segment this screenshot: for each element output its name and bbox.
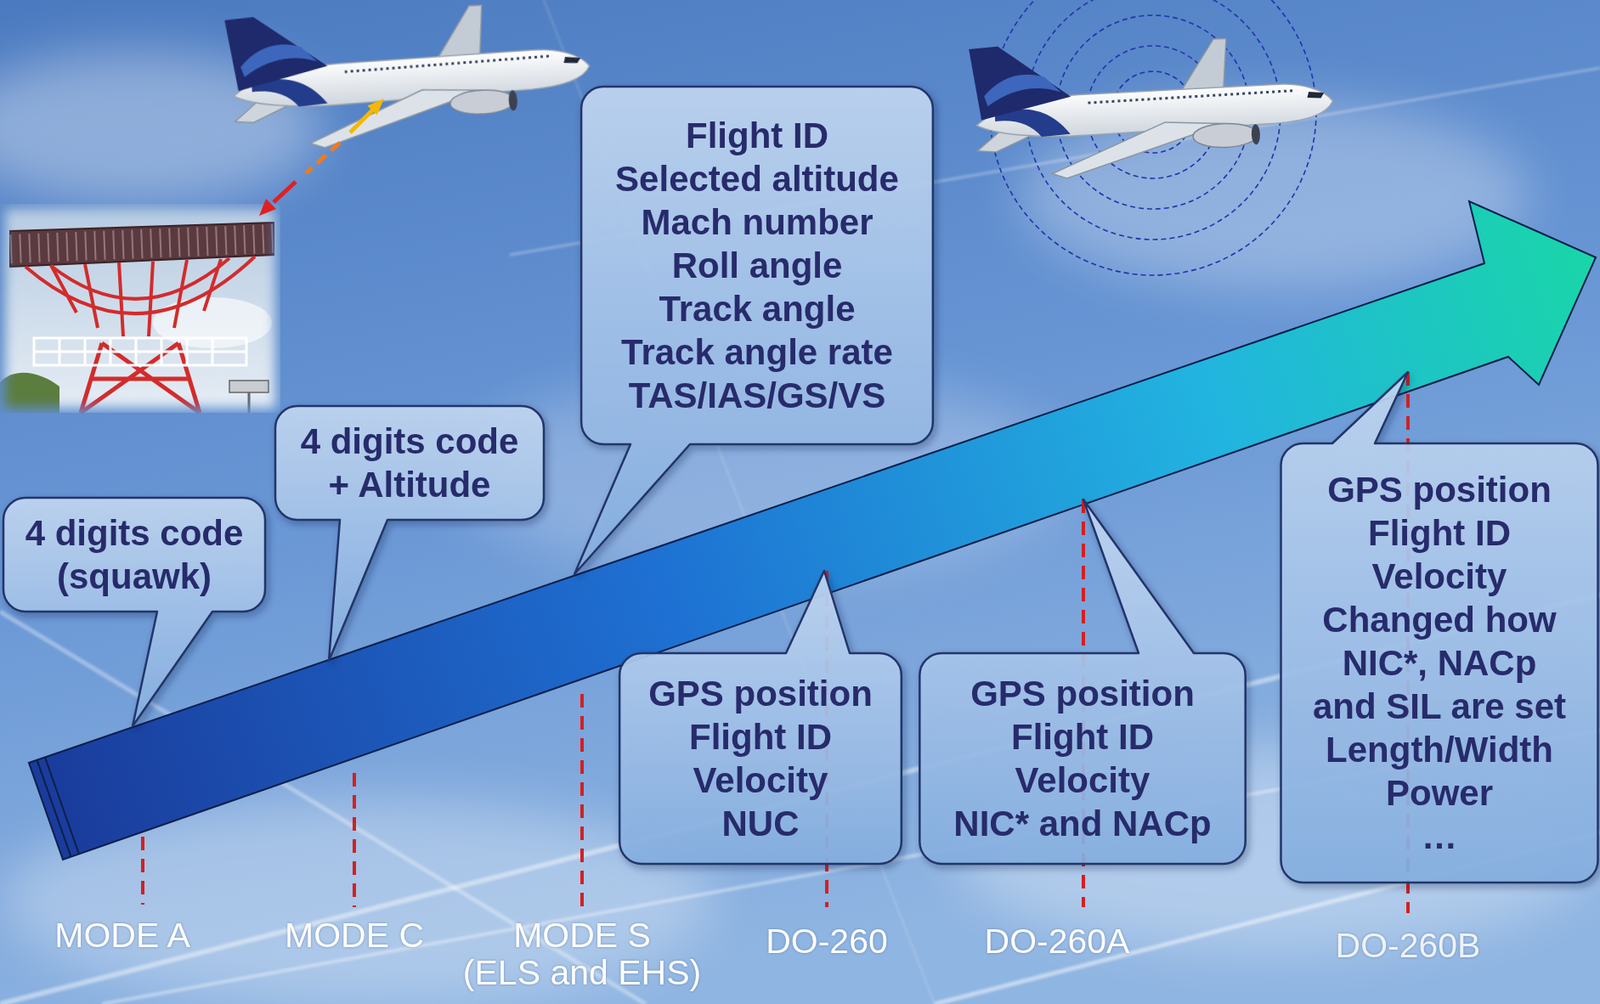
milestone-line [580,694,584,908]
timeline-label: DO-260B [1335,926,1482,966]
reflector-rib [50,258,230,300]
callout-text: Velocity [953,758,1211,803]
radar-photo [0,203,281,413]
railing-posts [33,338,247,366]
radar-antenna [10,222,274,267]
callout-text: Changed how NIC*, NACp and SIL are set [1309,598,1571,729]
railing [33,338,247,366]
timeline-label: (ELS and EHS) [463,953,702,993]
arrow-tail-stripe [37,760,72,858]
timeline-label: MODE S [513,915,651,956]
signal-head [259,198,277,216]
timeline-label: DO-260 [765,921,888,962]
callout-bubble [574,86,933,575]
callout-text: 4 digits code (squawk) [20,511,249,599]
callout-text: NIC* and NACp [953,802,1211,846]
signal-head [367,98,385,116]
trees [0,373,60,413]
signal-up [350,108,374,133]
callout-text: … [1309,814,1571,859]
milestone-markers [142,372,1408,914]
interrogation-signal [259,98,385,216]
callout-text: GPS position [648,672,873,716]
signal-down [273,181,296,203]
timeline-label: MODE C [284,915,425,956]
tower [80,343,200,413]
callout-bubble [1281,372,1599,883]
clouds [0,50,1598,1003]
reflector-lattice [25,256,255,413]
airplane [224,0,594,153]
callout-text: Flight ID [648,715,873,759]
reflector-struts [50,259,221,337]
callout-box: Flight IDSelected altitudeMach numberRol… [581,86,933,445]
callout-box: GPS positionFlight IDVelocityChanged how… [1281,443,1599,883]
arrow-tail-stripe [45,757,80,855]
callout-box: 4 digits code + Altitude [275,406,544,521]
callout-text: Power [1309,771,1571,815]
signal-mid [305,142,340,174]
callout-bubbles [3,86,1599,883]
callout-text: Mach number [615,200,899,244]
callout-text: GPS position [953,672,1211,716]
radar-sky [0,203,281,413]
timeline-label: DO-260A [984,921,1131,962]
callout-text: 4 digits code + Altitude [295,419,524,507]
callout-text: Track angle [615,287,899,331]
airplane [968,34,1335,182]
callout-text: Selected altitude [615,157,899,201]
callout-box: GPS positionFlight IDVelocityNIC* and NA… [919,653,1245,865]
small-radar-pole [248,392,251,413]
timeline-label: MODE A [54,915,190,956]
callout-bubble [919,499,1245,865]
callout-bubble [619,571,902,865]
callout-text: TAS/IAS/GS/VS [615,373,899,418]
antenna-grid [10,238,274,249]
callout-text: Flight ID [1309,511,1571,555]
callout-text: Velocity [1309,554,1571,599]
callout-text: Track angle rate [615,330,899,374]
platform [33,338,247,366]
callout-text: Flight ID [953,715,1211,759]
milestone-line [352,773,357,908]
callout-text: Velocity [648,758,873,803]
callout-text: Roll angle [615,243,899,288]
callout-box: 4 digits code (squawk) [3,497,266,612]
milestone-line [141,836,145,905]
callout-bubble [275,406,544,662]
callout-box: GPS positionFlight IDVelocityNUC [619,653,902,865]
callout-text: GPS position [1309,468,1571,512]
callout-text: NUC [648,802,873,846]
callout-text: Length/Width [1309,728,1571,772]
callout-bubble [3,497,266,727]
callout-text: Flight ID [615,113,899,158]
small-radar [229,380,269,393]
